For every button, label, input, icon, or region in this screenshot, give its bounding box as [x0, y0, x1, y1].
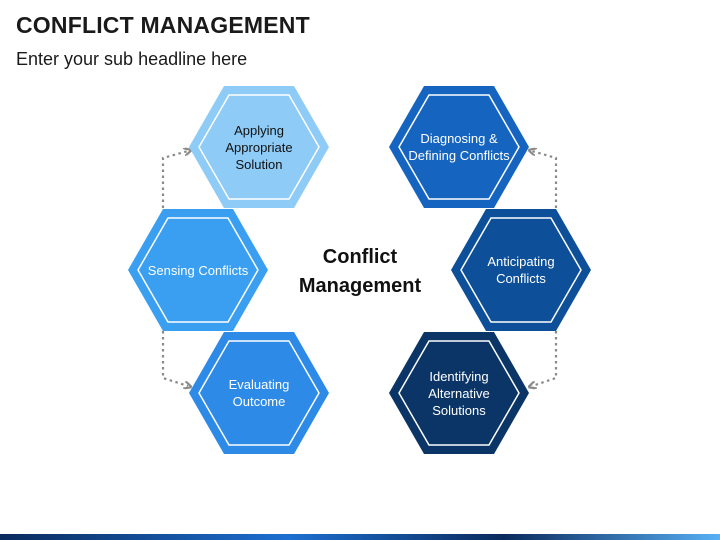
connector-sensing-to-evaluating: [161, 331, 188, 386]
hexagon-evaluating-label-line: Evaluating: [228, 377, 290, 392]
hexagon-diagnosing-inner-border: [398, 94, 520, 200]
hexagon-diagnosing-label-line: Diagnosing &: [420, 131, 498, 146]
hexagon-applying-outer: [189, 86, 329, 208]
hexagon-applying-inner-border: [198, 94, 320, 200]
hexagon-sensing-label-line: Sensing Conflicts: [147, 262, 249, 278]
hexagon-identifying-label-line: Identifying: [429, 368, 489, 384]
hexagon-identifying-outer: [389, 332, 529, 454]
hexagon-diagnosing-outer: [389, 86, 529, 208]
page-title: CONFLICT MANAGEMENT: [16, 12, 310, 38]
connector-anticipating-to-identifying: [532, 331, 558, 386]
hexagon-diagnosing: [389, 86, 529, 208]
connector-sensing-to-applying: [161, 151, 188, 208]
center-title-line2: Management: [298, 275, 422, 297]
hexagon-identifying: [389, 332, 529, 454]
center-title: Conflict Management: [270, 243, 450, 301]
hexagon-identifying-label-line: Solutions: [432, 402, 486, 418]
hexagon-sensing-label: Sensing Conflicts: [146, 225, 250, 315]
hexagon-anticipating-label-line: Conflicts: [496, 271, 546, 286]
hexagon-anticipating-label-line: Anticipating: [487, 254, 555, 269]
hexagon-anticipating-inner-border: [460, 217, 582, 323]
hexagon-sensing-outer: [128, 209, 268, 331]
hexagon-evaluating-inner-border: [198, 340, 320, 446]
hexagon-identifying-inner-border: [398, 340, 520, 446]
hexagon-diagnosing-label-line: Defining Conflicts: [408, 148, 510, 163]
hexagon-sensing-inner-border: [137, 217, 259, 323]
hexagon-sensing: [128, 209, 268, 331]
hexagon-applying: [189, 86, 329, 208]
page-subtitle: Enter your sub headline here: [16, 49, 248, 69]
hexagon-identifying-label-line: Alternative: [428, 385, 490, 401]
hexagon-evaluating-outer: [189, 332, 329, 454]
hexagon-evaluating: [189, 332, 329, 454]
hexagon-diagnosing-label: Diagnosing & Defining Conflicts: [407, 102, 511, 192]
hexagon-evaluating-label-line: Outcome: [232, 394, 286, 409]
hexagon-applying-label-line: Applying: [234, 122, 284, 138]
bottom-accent-bar: [0, 534, 720, 540]
hexagon-applying-label-line: Appropriate: [225, 139, 293, 155]
hexagon-anticipating: [451, 209, 591, 331]
hexagon-applying-label-line: Solution: [235, 156, 283, 172]
hexagon-anticipating-outer: [451, 209, 591, 331]
connector-anticipating-to-diagnosing: [532, 151, 558, 208]
center-title-line1: Conflict: [322, 246, 398, 268]
